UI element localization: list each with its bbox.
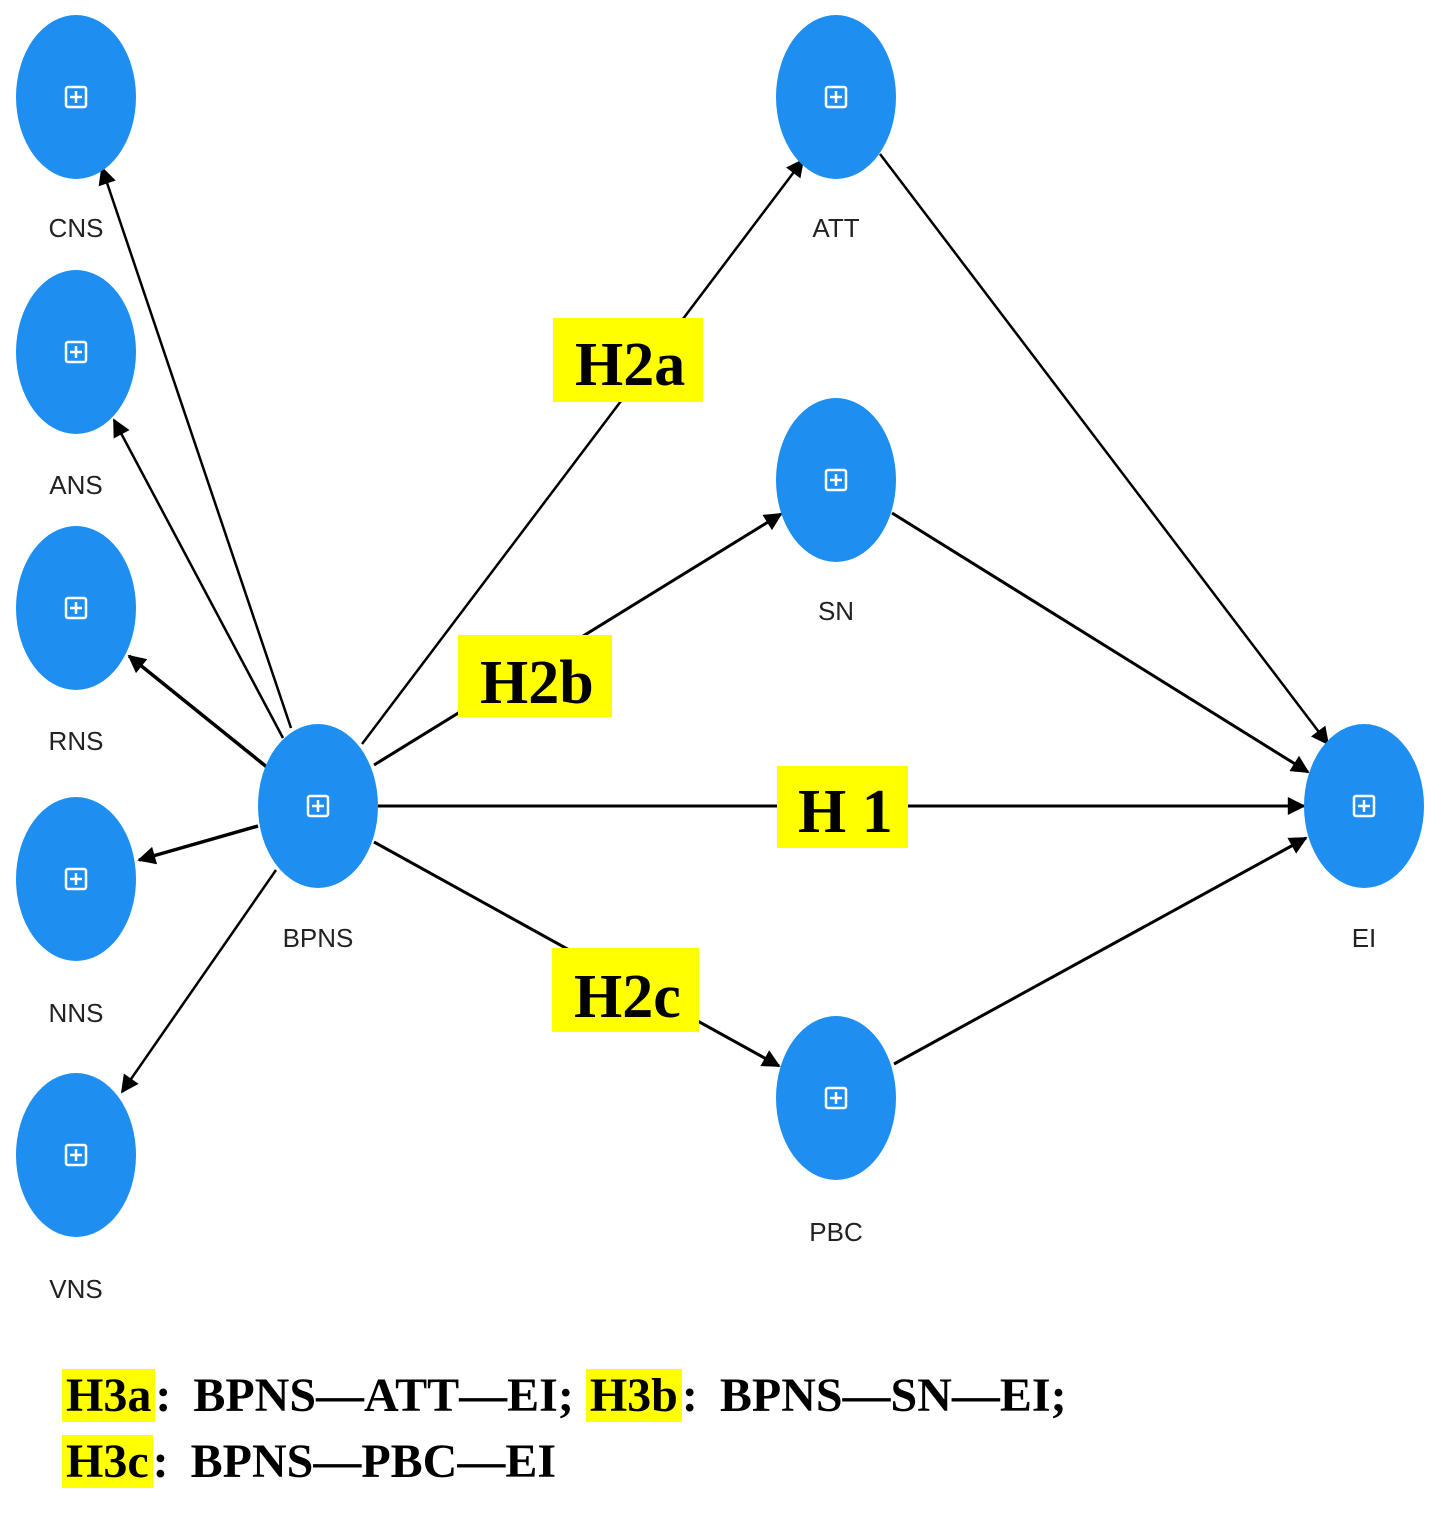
hypothesis-h2c-label: H2c (574, 963, 681, 1031)
edge-bpns-nns (137, 824, 259, 865)
edge-bpns-ans (112, 418, 285, 739)
node-pbc[interactable]: PBC (776, 1016, 896, 1247)
hypothesis-h2b-label: H2b (480, 649, 594, 717)
h3c-path: BPNS—PBC—EI (190, 1435, 557, 1488)
expand-plus-icon[interactable] (64, 340, 88, 364)
node-vns[interactable]: VNS (16, 1073, 136, 1304)
edge-bpns-att (361, 158, 805, 745)
node-cns[interactable]: CNS (16, 15, 136, 243)
node-bpns-label: BPNS (283, 923, 354, 953)
edge-bpns-cns (98, 166, 293, 729)
hypothesis-h2a: H2a (553, 318, 703, 402)
edge-bpns-vns (120, 869, 278, 1094)
node-nns[interactable]: NNS (16, 797, 136, 1028)
node-ans[interactable]: ANS (16, 270, 136, 500)
expand-plus-icon[interactable] (824, 468, 848, 492)
h3a-separator: : (155, 1369, 172, 1422)
node-ans-label: ANS (49, 470, 102, 500)
hypothesis-h2a-label: H2a (575, 331, 685, 399)
hypothesis-h2c: H2c (552, 948, 699, 1032)
node-rns-label: RNS (49, 726, 104, 756)
node-pbc-label: PBC (809, 1217, 862, 1247)
expand-plus-icon[interactable] (64, 596, 88, 620)
node-vns-label: VNS (49, 1274, 102, 1304)
h3a-path: BPNS—ATT—EI; (193, 1369, 574, 1422)
edge-pbc-ei (893, 836, 1308, 1066)
expand-plus-icon[interactable] (64, 85, 88, 109)
node-ei[interactable]: EI (1304, 724, 1424, 953)
node-nns-label: NNS (49, 998, 104, 1028)
edge-bpns-rns (127, 654, 270, 770)
h3a-tag: H3a (62, 1369, 156, 1422)
h3b-separator: : (681, 1369, 698, 1422)
node-sn[interactable]: SN (776, 398, 896, 626)
hypothesis-h2b: H2b (458, 635, 612, 717)
legend-line-1: H3a: BPNS—ATT—EI; H3b: BPNS—SN—EI; (62, 1368, 1067, 1423)
edge-att-ei (879, 153, 1330, 746)
expand-plus-icon[interactable] (1352, 794, 1376, 818)
edge-sn-ei (891, 511, 1310, 774)
h3c-separator: : (152, 1435, 169, 1488)
hypothesis-h1-label: H 1 (798, 778, 893, 846)
expand-plus-icon[interactable] (824, 1086, 848, 1110)
node-bpns[interactable]: BPNS (258, 724, 378, 953)
node-rns[interactable]: RNS (16, 526, 136, 756)
expand-plus-icon[interactable] (306, 794, 330, 818)
hypothesis-h1: H 1 (777, 766, 908, 848)
node-ei-label: EI (1352, 923, 1377, 953)
expand-plus-icon[interactable] (64, 867, 88, 891)
node-att-label: ATT (812, 213, 859, 243)
node-cns-label: CNS (49, 213, 104, 243)
legend-line-2: H3c: BPNS—PBC—EI (62, 1434, 556, 1489)
node-att[interactable]: ATT (776, 15, 896, 243)
node-sn-label: SN (818, 596, 854, 626)
expand-plus-icon[interactable] (64, 1143, 88, 1167)
expand-plus-icon[interactable] (824, 85, 848, 109)
h3c-tag: H3c (62, 1435, 153, 1488)
h3b-tag: H3b (585, 1369, 682, 1422)
h3b-path: BPNS—SN—EI; (719, 1369, 1067, 1422)
